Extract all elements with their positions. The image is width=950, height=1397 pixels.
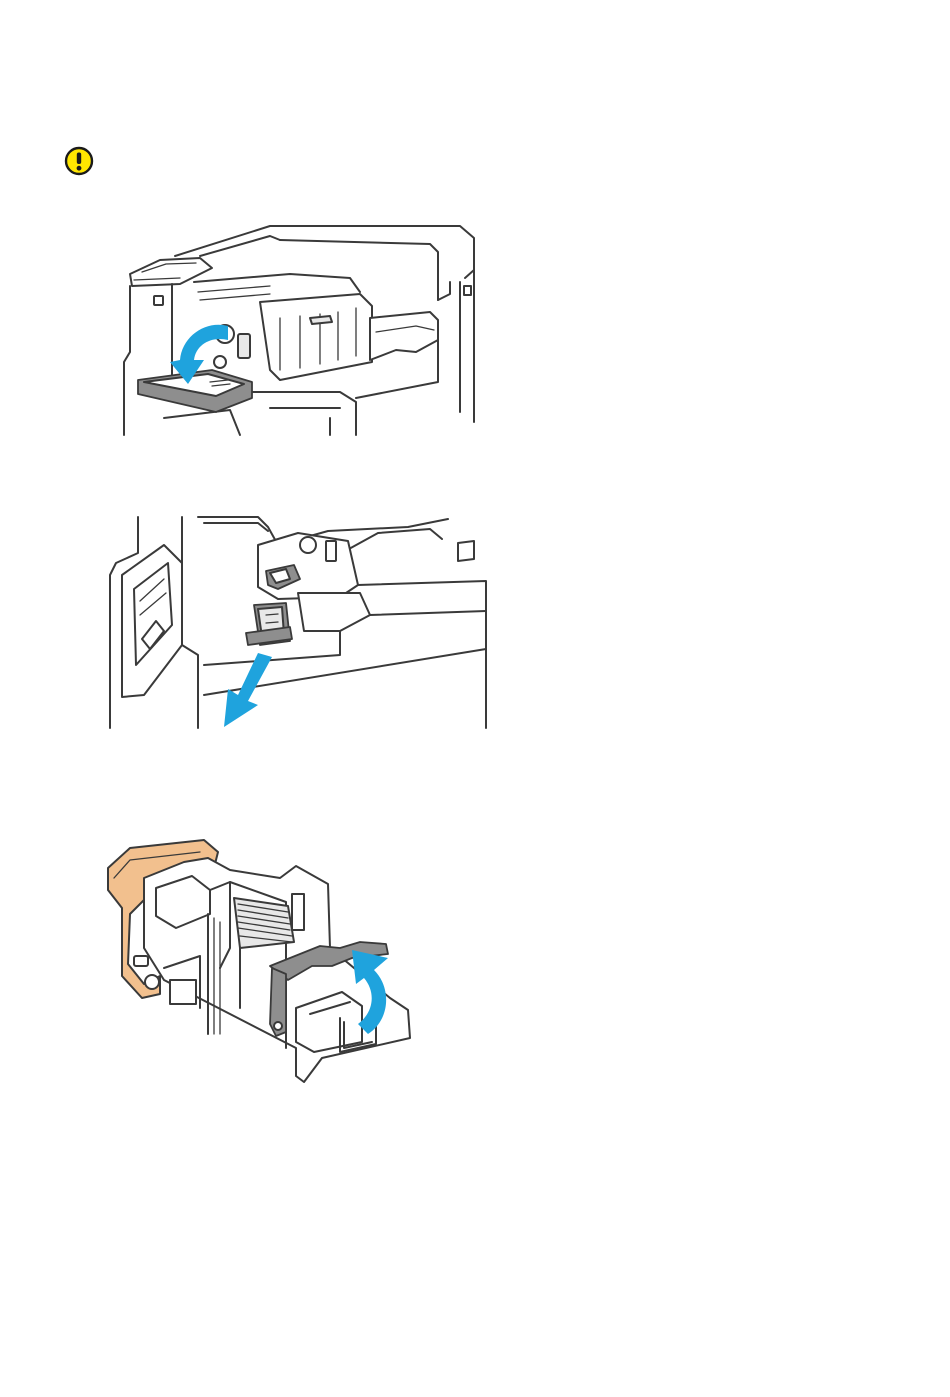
printer-finisher-illustration	[120, 222, 480, 437]
staple-cartridge-lever-illustration	[100, 838, 416, 1083]
staple-cartridge-removal-illustration	[108, 515, 490, 730]
caution-icon	[64, 146, 94, 176]
